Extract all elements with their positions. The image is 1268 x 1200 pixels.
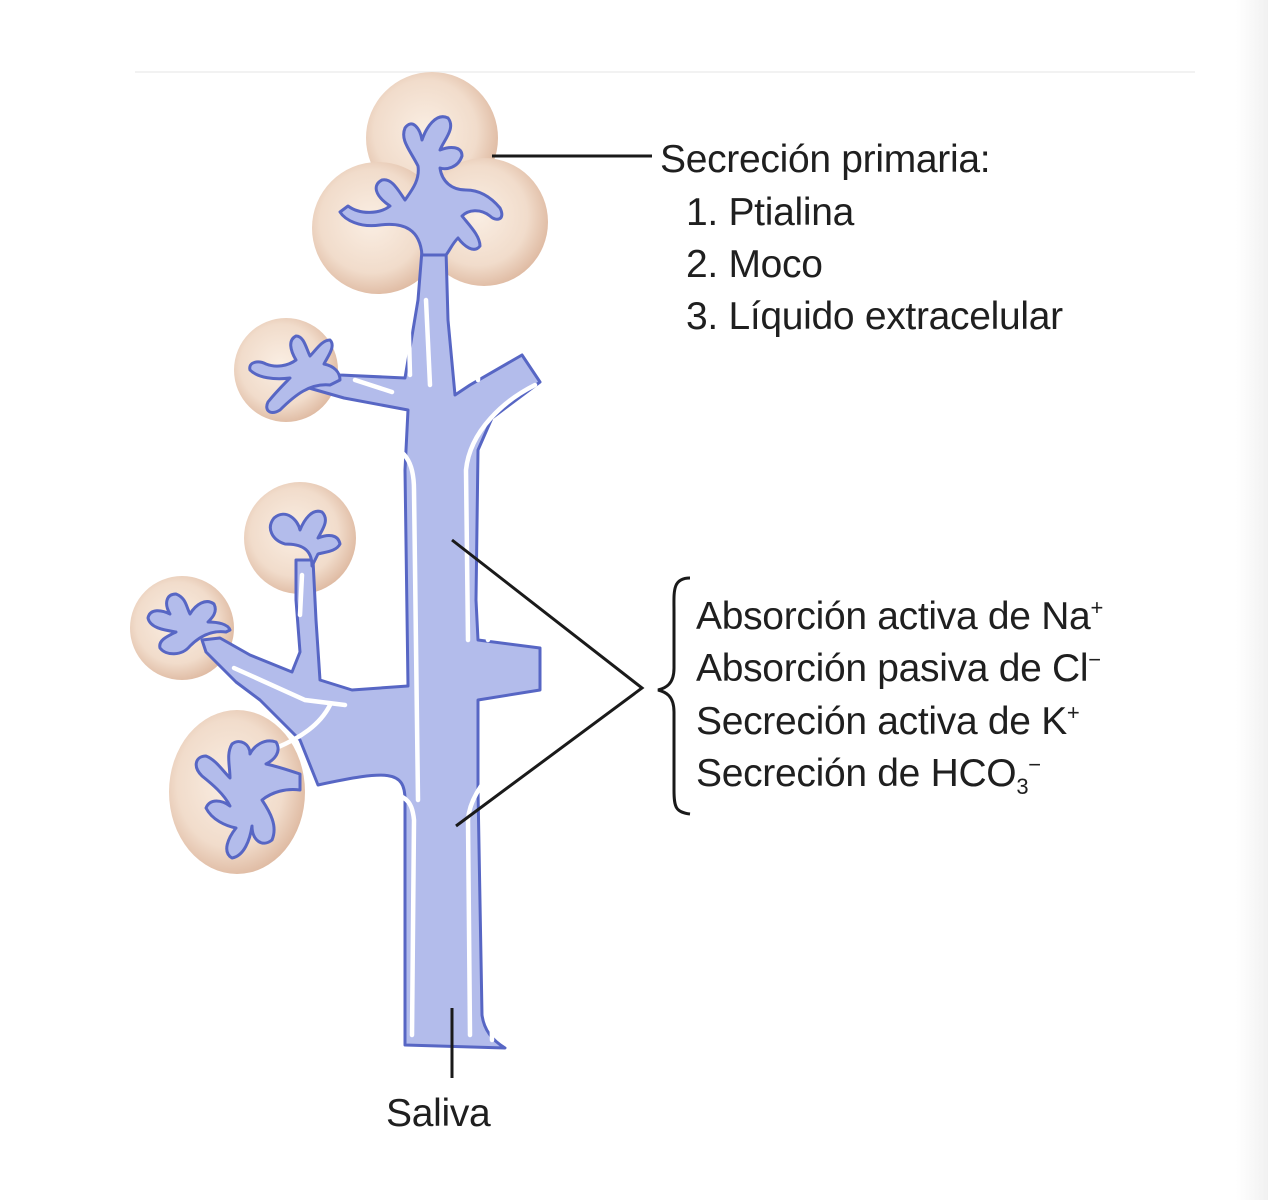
- duct-system: [146, 115, 543, 1050]
- duct-item-3: Secreción activa de K+: [696, 700, 1080, 743]
- duct-item-1: Absorción activa de Na+: [696, 595, 1104, 638]
- leader-lines: [450, 154, 691, 1078]
- right-edge-shade: [1236, 0, 1268, 1200]
- primary-item-2: 2. Moco: [686, 243, 823, 286]
- duct-item-4: Secreción de HCO3−: [696, 752, 1041, 799]
- primary-secretion-heading: Secreción primaria:: [660, 138, 991, 181]
- duct-brace: [657, 576, 691, 816]
- duct-item-2: Absorción pasiva de Cl−: [696, 647, 1101, 690]
- primary-item-3: 3. Líquido extracelular: [686, 295, 1063, 338]
- acinar-branches: [146, 115, 504, 860]
- duct-wall-lines: [231, 287, 543, 1043]
- duct-leader: [451, 538, 645, 828]
- top-divider: [135, 71, 1195, 73]
- saliva-label: Saliva: [386, 1092, 491, 1135]
- primary-item-1: 1. Ptialina: [686, 191, 854, 234]
- main-duct: [200, 248, 542, 1050]
